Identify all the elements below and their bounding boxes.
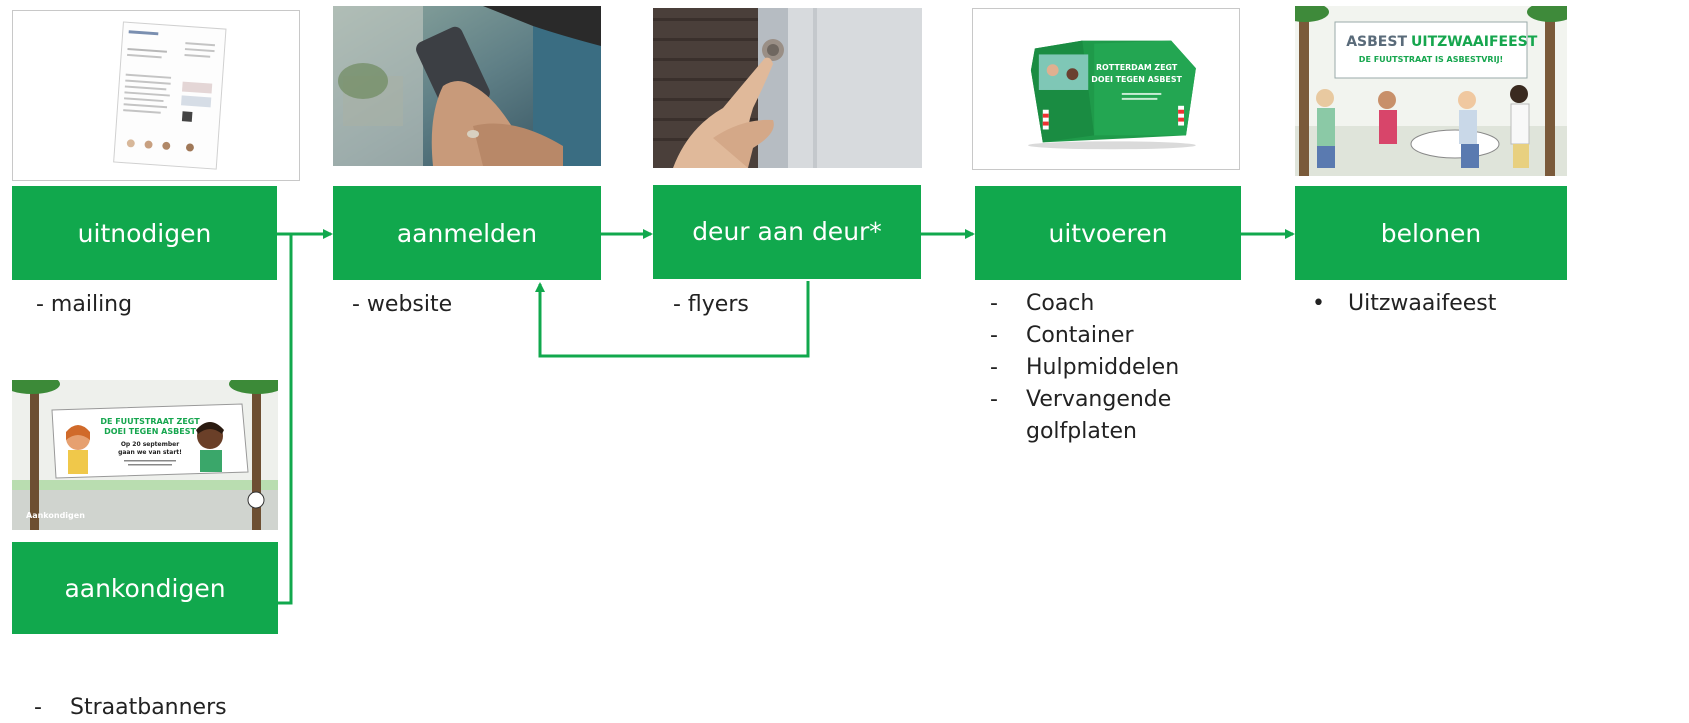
step-deur-aan-deur: deur aan deur* xyxy=(653,185,921,279)
list-item: - Coach xyxy=(990,288,1250,320)
letter-illustration xyxy=(13,11,299,180)
list-item-text: Container xyxy=(1026,323,1134,348)
banner-title-part1: ASBEST xyxy=(1346,34,1407,50)
step-aankondigen: aankondigen xyxy=(12,542,278,634)
letter-image xyxy=(12,10,300,181)
connector-aankondigen xyxy=(278,234,293,605)
banner-caption: Aankondigen xyxy=(26,511,85,520)
uitzwaaifeest-illustration: ASBEST UITZWAAIFEEST DE FUUTSTRAAT IS AS… xyxy=(1295,6,1567,176)
doorbell-photo-illustration xyxy=(653,8,922,168)
uitzwaaifeest-image: ASBEST UITZWAAIFEEST DE FUUTSTRAAT IS AS… xyxy=(1295,6,1567,176)
note-deur: - flyers xyxy=(673,292,749,317)
banner-line3: Op 20 september xyxy=(121,441,179,448)
list-aankondigen: - Straatbanners xyxy=(34,694,294,722)
container-line1: ROTTERDAM ZEGT xyxy=(1096,63,1178,72)
aankondigen-illustration: DE FUUTSTRAAT ZEGT DOEI TEGEN ASBEST Op … xyxy=(12,380,278,530)
step-belonen-label: belonen xyxy=(1380,218,1482,248)
step-belonen: belonen xyxy=(1295,186,1567,280)
step-uitnodigen-label: uitnodigen xyxy=(77,218,212,248)
step-deur-aan-deur-label: deur aan deur* xyxy=(692,217,882,246)
list-item-text: Vervangende golfplaten xyxy=(1026,387,1172,444)
list-marker: - xyxy=(990,355,998,380)
list-item: - Vervangende golfplaten xyxy=(990,384,1250,448)
step-uitvoeren-label: uitvoeren xyxy=(1048,218,1168,248)
list-marker: - xyxy=(990,291,998,316)
step-aankondigen-label: aankondigen xyxy=(64,573,226,603)
list-item: - Hulpmiddelen xyxy=(990,352,1250,384)
list-item: - Container xyxy=(990,320,1250,352)
arrow-deur-loopback xyxy=(535,281,810,358)
list-item: - Straatbanners xyxy=(34,694,294,722)
list-marker: - xyxy=(34,695,42,720)
doorbell-photo xyxy=(653,8,922,168)
banner-line4: gaan we van start! xyxy=(118,449,182,456)
list-item-text: Uitzwaaifeest xyxy=(1348,291,1497,316)
banner-title-part2: UITZWAAIFEEST xyxy=(1411,34,1538,50)
banner-line1: DE FUUTSTRAAT ZEGT xyxy=(100,417,200,426)
list-marker: - xyxy=(990,323,998,348)
container-line2: DOEI TEGEN ASBEST xyxy=(1091,75,1182,84)
phone-photo xyxy=(333,6,601,166)
container-illustration: ROTTERDAM ZEGT DOEI TEGEN ASBEST xyxy=(973,9,1239,169)
step-aanmelden: aanmelden xyxy=(333,186,601,280)
list-uitvoeren: - Coach - Container - Hulpmiddelen - Vervang… xyxy=(990,288,1250,448)
note-aanmelden: - website xyxy=(352,292,453,317)
list-item: • Uitzwaaifeest xyxy=(1312,288,1572,320)
list-item-text: Straatbanners xyxy=(70,695,227,720)
list-item-text: Hulpmiddelen xyxy=(1026,355,1180,380)
step-aanmelden-label: aanmelden xyxy=(396,218,538,248)
list-belonen: • Uitzwaaifeest xyxy=(1312,288,1572,320)
list-marker: - xyxy=(990,387,998,412)
step-uitvoeren: uitvoeren xyxy=(975,186,1241,280)
container-image: ROTTERDAM ZEGT DOEI TEGEN ASBEST xyxy=(972,8,1240,170)
list-marker: • xyxy=(1312,291,1325,316)
phone-photo-illustration xyxy=(333,6,601,166)
note-uitnodigen: - mailing xyxy=(36,292,133,317)
banner-subtitle: DE FUUTSTRAAT IS ASBESTVRIJ! xyxy=(1359,55,1503,64)
banner-line2: DOEI TEGEN ASBEST xyxy=(104,427,196,436)
aankondigen-image: DE FUUTSTRAAT ZEGT DOEI TEGEN ASBEST Op … xyxy=(12,380,278,530)
list-item-text: Coach xyxy=(1026,291,1095,316)
step-uitnodigen: uitnodigen xyxy=(12,186,277,280)
